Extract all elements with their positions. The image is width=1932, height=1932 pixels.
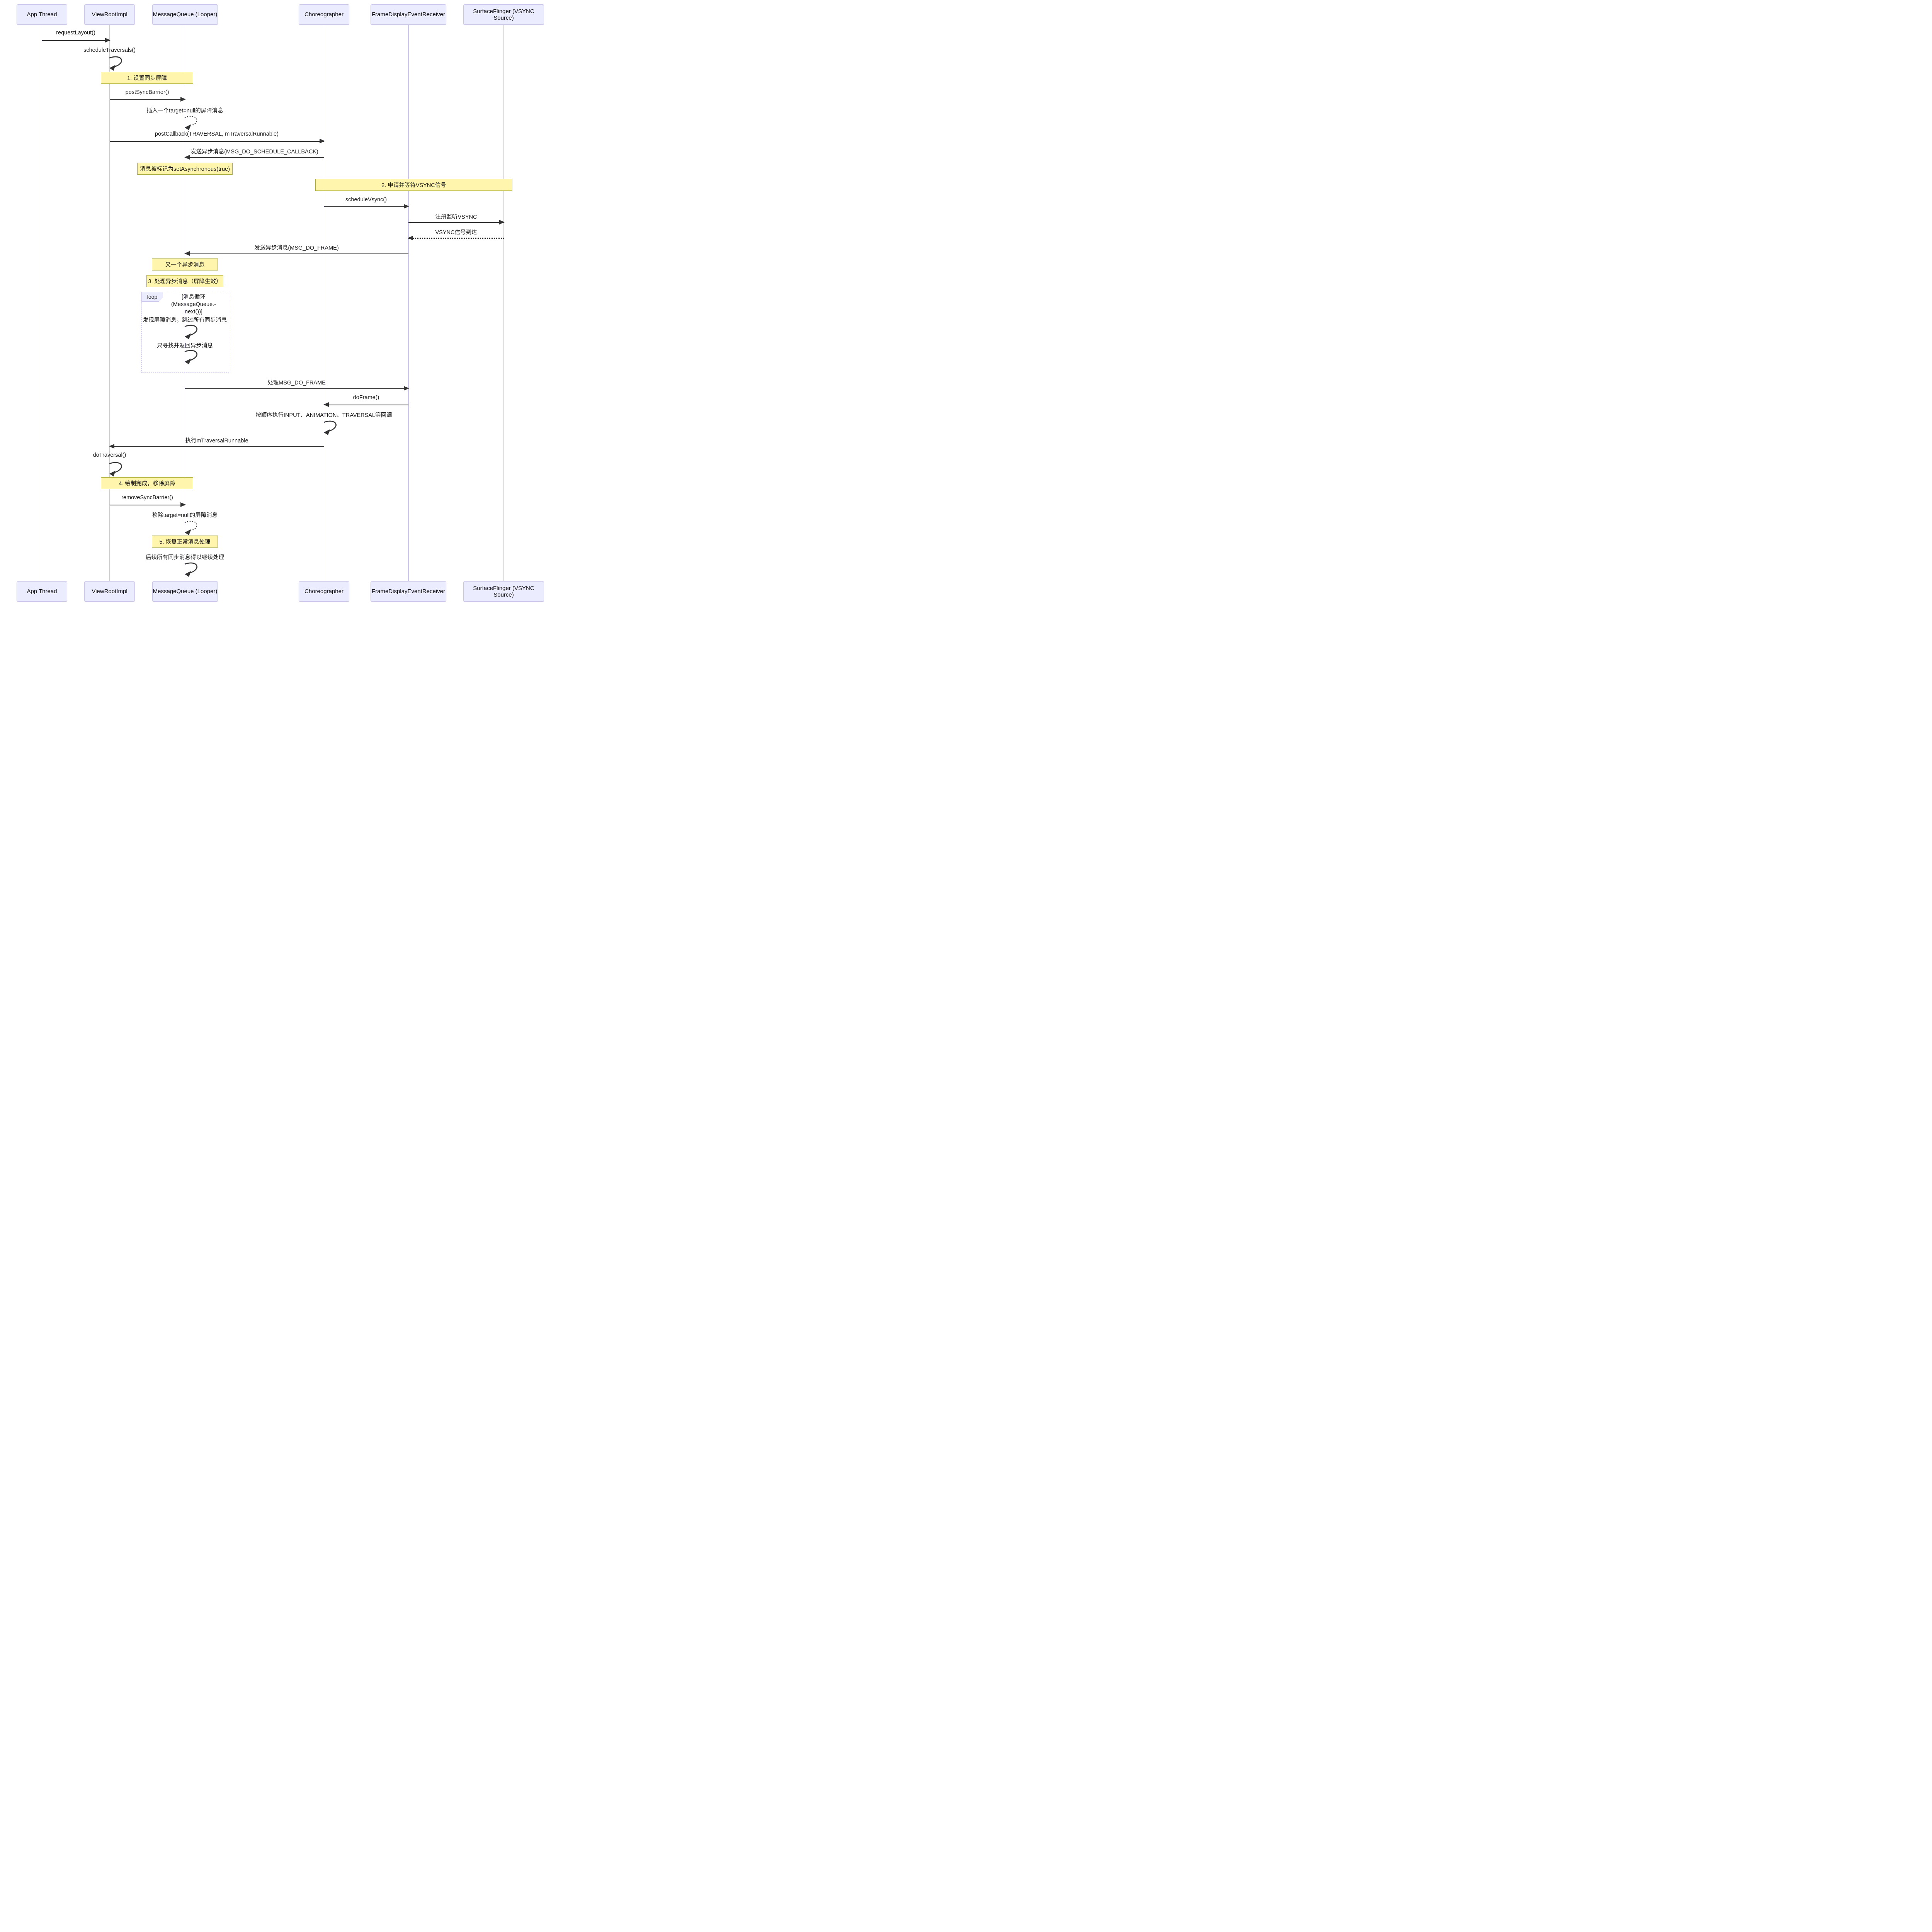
self-message-arrow xyxy=(109,56,122,71)
message-label: scheduleTraversals() xyxy=(83,47,136,53)
lifeline-app-thread xyxy=(41,25,43,581)
self-message-arrow xyxy=(184,325,197,339)
message-label: scheduleVsync() xyxy=(345,197,387,203)
participant-framedisplayeventreceiver-top: FrameDisplayEventReceiver xyxy=(371,4,446,25)
participant-viewrootimpl-top: ViewRootImpl xyxy=(84,4,135,25)
message-label: postCallback(TRAVERSAL, mTraversalRunnab… xyxy=(155,131,279,137)
message-arrow xyxy=(109,97,186,102)
message-arrow xyxy=(109,139,325,143)
message-label: 处理MSG_DO_FRAME xyxy=(267,380,326,386)
participant-surfaceflinger-bottom: SurfaceFlinger (VSYNC Source) xyxy=(463,581,544,602)
note: 消息被标记为setAsynchronous(true) xyxy=(137,163,233,175)
participant-messagequeue-bottom: MessageQueue (Looper) xyxy=(152,581,218,602)
message-arrow xyxy=(408,220,504,224)
message-label: 发送异步消息(MSG_DO_FRAME) xyxy=(254,245,339,251)
participant-surfaceflinger-top: SurfaceFlinger (VSYNC Source) xyxy=(463,4,544,25)
message-label: 插入一个target=null的屏障消息 xyxy=(146,108,223,114)
message-label: VSYNC信号到达 xyxy=(435,230,477,236)
note: 又一个异步消息 xyxy=(152,259,218,270)
message-label: 注册监听VSYNC xyxy=(435,214,477,220)
participant-app-thread-top: App Thread xyxy=(17,4,67,25)
participant-choreographer-bottom: Choreographer xyxy=(299,581,349,602)
message-label: doFrame() xyxy=(353,395,379,401)
note: 4. 绘制完成，移除屏障 xyxy=(101,477,193,489)
message-label: doTraversal() xyxy=(93,452,126,458)
message-arrow-dotted xyxy=(408,236,504,240)
note: 2. 申请并等待VSYNC信号 xyxy=(315,179,512,191)
self-message-arrow xyxy=(184,562,197,577)
message-label: 只寻找并返回异步消息 xyxy=(157,343,213,349)
message-label: requestLayout() xyxy=(56,30,95,36)
loop-frame: loop [消息循环(MessageQueue.- next())] xyxy=(141,292,229,373)
participant-messagequeue-top: MessageQueue (Looper) xyxy=(152,4,218,25)
loop-condition-line2: next())] xyxy=(185,309,202,315)
message-label: postSyncBarrier() xyxy=(125,89,169,95)
self-message-arrow-dotted xyxy=(184,116,197,130)
lifeline-framedisplayeventreceiver xyxy=(408,25,409,581)
sequence-diagram: App Thread ViewRootImpl MessageQueue (Lo… xyxy=(0,0,560,605)
message-arrow xyxy=(184,251,408,256)
loop-condition-line1: [消息循环(MessageQueue.- xyxy=(171,294,216,308)
loop-label: loop xyxy=(141,292,163,302)
message-arrow xyxy=(109,444,324,449)
self-message-arrow xyxy=(109,462,122,476)
lifeline-viewrootimpl xyxy=(109,25,110,581)
lifeline-choreographer xyxy=(323,25,325,581)
message-arrow xyxy=(184,155,324,160)
note: 1. 设置同步屏障 xyxy=(101,72,193,84)
self-message-arrow-dotted xyxy=(184,520,197,535)
message-label: 发现屏障消息，跳过所有同步消息 xyxy=(143,317,227,323)
self-message-arrow xyxy=(323,420,337,435)
message-label: 按顺序执行INPUT、ANIMATION、TRAVERSAL等回调 xyxy=(255,412,392,418)
self-message-arrow xyxy=(184,350,197,364)
message-label: 后续所有同步消息得以继续处理 xyxy=(146,554,224,561)
message-label: 执行mTraversalRunnable xyxy=(185,438,248,444)
message-arrow xyxy=(185,386,409,391)
participant-app-thread-bottom: App Thread xyxy=(17,581,67,602)
message-arrow xyxy=(324,204,409,209)
message-label: removeSyncBarrier() xyxy=(121,495,173,501)
message-arrow xyxy=(42,38,111,43)
loop-condition: [消息循环(MessageQueue.- next())] xyxy=(160,294,227,316)
lifeline-surfaceflinger xyxy=(503,25,504,581)
note: 5. 恢复正常消息处理 xyxy=(152,536,218,548)
note: 3. 处理异步消息（屏障生效） xyxy=(146,275,223,287)
message-label: 发送异步消息(MSG_DO_SCHEDULE_CALLBACK) xyxy=(190,149,318,155)
participant-viewrootimpl-bottom: ViewRootImpl xyxy=(84,581,135,602)
message-label: 移除target=null的屏障消息 xyxy=(152,512,218,519)
participant-choreographer-top: Choreographer xyxy=(299,4,349,25)
participant-framedisplayeventreceiver-bottom: FrameDisplayEventReceiver xyxy=(371,581,446,602)
